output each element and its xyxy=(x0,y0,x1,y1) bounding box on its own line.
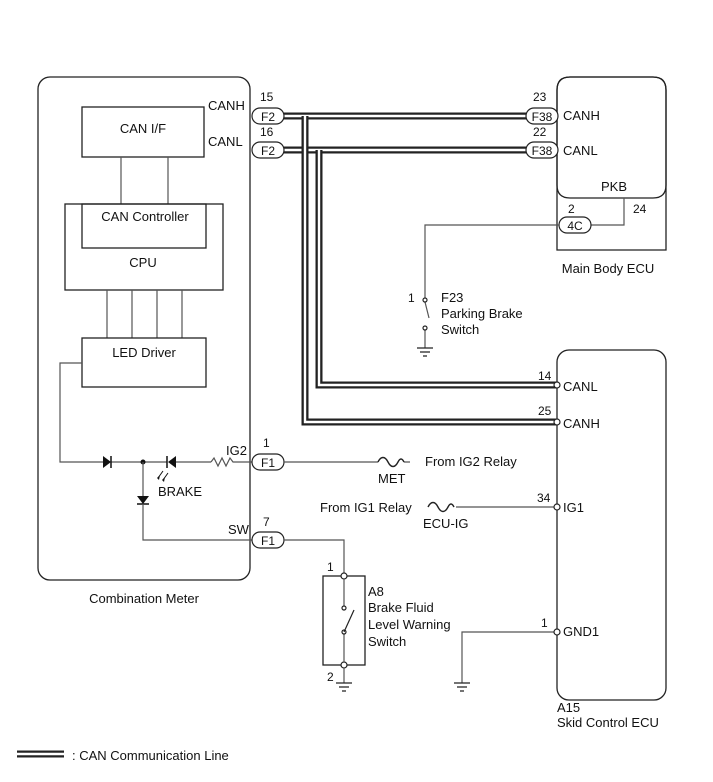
can-line-canh-to-skid-control xyxy=(301,116,557,426)
meter-ig2-connector-label: F1 xyxy=(261,456,275,470)
ig2-relay-source-label: From IG2 Relay xyxy=(425,454,517,469)
parking-brake-name-line2: Switch xyxy=(441,322,479,337)
brake-fluid-pin1-number: 1 xyxy=(327,560,334,574)
can-if-to-controller-wires xyxy=(120,157,169,204)
resistor-icon xyxy=(210,456,252,468)
sw-wire xyxy=(284,539,345,576)
parking-brake-name-line1: Parking Brake xyxy=(441,306,523,321)
meter-canl-connector-label: F2 xyxy=(261,144,275,158)
skid-control-ecu-label: Skid Control ECU xyxy=(557,715,659,730)
brake-fluid-switch-icon xyxy=(343,609,355,633)
fuse-met-label: MET xyxy=(378,471,406,486)
meter-canh-connector xyxy=(251,107,285,125)
main-body-canl-connector xyxy=(525,141,559,159)
main-body-canl-label: CANL xyxy=(563,143,598,158)
cpu-to-led-driver-wires xyxy=(106,290,183,338)
parking-brake-wire xyxy=(424,224,559,302)
meter-ig2-pin-number: 1 xyxy=(263,436,270,450)
can-controller-block xyxy=(81,203,207,249)
meter-canh-label: CANH xyxy=(208,98,245,113)
skid-canh-pin-number: 25 xyxy=(538,404,552,418)
skid-ig1-label: IG1 xyxy=(563,500,584,515)
skid-ig1-pin-number: 34 xyxy=(537,491,551,505)
combination-meter-label: Combination Meter xyxy=(89,591,199,606)
brake-fluid-code: A8 xyxy=(368,584,384,599)
can-if-block xyxy=(81,106,205,158)
pkb-label: PKB xyxy=(601,179,627,194)
main-body-canh-connector-label: F38 xyxy=(532,110,553,124)
meter-canl-connector xyxy=(251,141,285,159)
meter-sw-connector-label: F1 xyxy=(261,534,275,548)
meter-sw-pin-number: 7 xyxy=(263,515,270,529)
fuse-ecu-ig-icon xyxy=(427,501,455,513)
skid-canl-pin-number: 14 xyxy=(538,369,552,383)
skid-gnd1-pin-number: 1 xyxy=(541,616,548,630)
brake-fluid-name-line3: Switch xyxy=(368,634,406,649)
brake-led-icon xyxy=(157,456,176,482)
ground-icon xyxy=(417,347,433,357)
parking-brake-switch-icon xyxy=(424,301,430,348)
ground-icon-brake-fluid xyxy=(336,682,352,692)
skid-control-ecu-code: A15 xyxy=(557,700,580,715)
meter-canh-connector-label: F2 xyxy=(261,110,275,124)
meter-ig2-label: IG2 xyxy=(226,443,247,458)
led-driver-output-wire xyxy=(59,362,211,463)
can-controller-label: CAN Controller xyxy=(101,209,189,224)
skid-gnd1-label: GND1 xyxy=(563,624,599,639)
brake-fluid-name-line2: Level Warning xyxy=(368,617,451,632)
diode-icon xyxy=(103,456,111,468)
main-body-canl-pin-number: 22 xyxy=(533,125,547,139)
can-line-legend-label: : CAN Communication Line xyxy=(72,748,229,763)
can-if-label: CAN I/F xyxy=(120,121,166,136)
brake-fluid-name-line1: Brake Fluid xyxy=(368,600,434,615)
pkb-in-pin-number: 2 xyxy=(568,202,575,216)
main-body-canh-label: CANH xyxy=(563,108,600,123)
meter-canl-label: CANL xyxy=(208,134,243,149)
can-line-canl-to-skid-control xyxy=(315,150,557,389)
main-body-canl-connector-label: F38 xyxy=(532,144,553,158)
ground-icon-gnd1 xyxy=(454,682,470,692)
diode-down-icon xyxy=(137,496,149,504)
fuse-met-icon xyxy=(377,456,405,468)
main-body-canh-connector xyxy=(525,107,559,125)
pkb-out-pin-number: 24 xyxy=(633,202,647,216)
main-body-ecu-inner xyxy=(556,76,667,199)
skid-canl-label: CANL xyxy=(563,379,598,394)
main-body-ecu-label: Main Body ECU xyxy=(562,261,654,276)
meter-canl-pin-number: 16 xyxy=(260,125,274,139)
meter-sw-label: SW xyxy=(228,522,250,537)
main-body-canh-pin-number: 23 xyxy=(533,90,547,104)
parking-brake-code: F23 xyxy=(441,290,463,305)
skid-canh-label: CANH xyxy=(563,416,600,431)
sw-internal-wire xyxy=(142,504,252,541)
skid-control-ecu-box xyxy=(556,349,667,701)
parking-brake-pin-number: 1 xyxy=(408,291,415,305)
gnd1-wire xyxy=(461,631,554,683)
fuse-ecu-ig-label: ECU-IG xyxy=(423,516,469,531)
cpu-label: CPU xyxy=(129,255,156,270)
meter-canh-pin-number: 15 xyxy=(260,90,274,104)
led-driver-label: LED Driver xyxy=(112,345,176,360)
ig1-relay-source-label: From IG1 Relay xyxy=(320,500,412,515)
pkb-connector-label: 4C xyxy=(567,219,583,233)
pkb-internal-wire xyxy=(591,198,625,226)
brake-fluid-pin2-number: 2 xyxy=(327,670,334,684)
combination-meter-box xyxy=(37,76,251,581)
brake-led-label: BRAKE xyxy=(158,484,202,499)
